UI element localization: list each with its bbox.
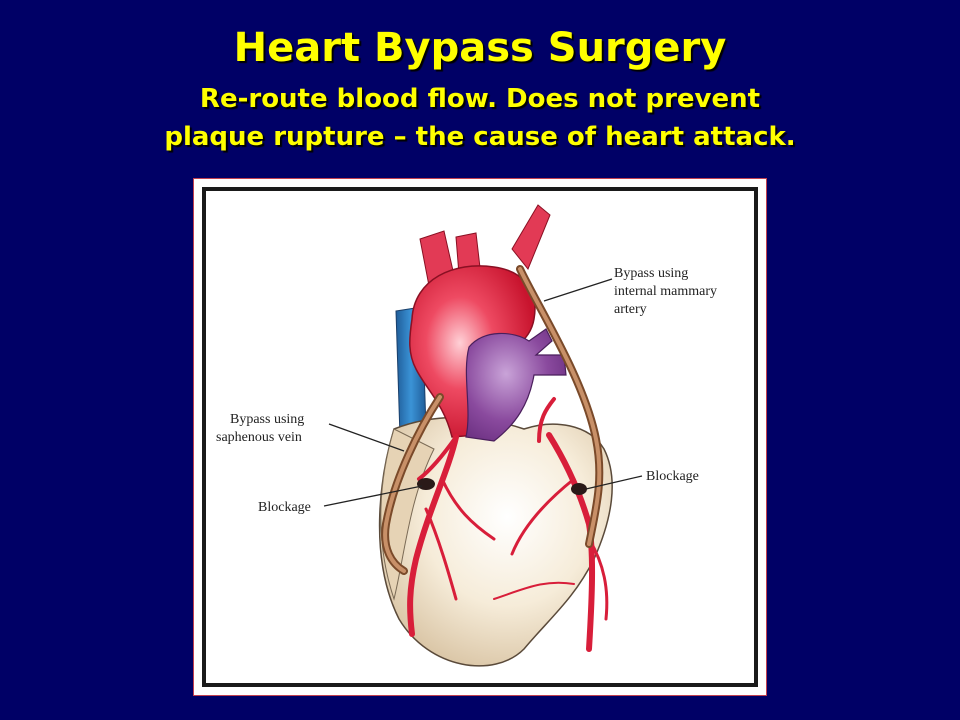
label-saphenous-line-1: Bypass using (230, 412, 304, 427)
label-mammary-line-2: internal mammary (614, 284, 717, 299)
label-mammary-line-1: Bypass using (614, 266, 688, 281)
callout-lines (323, 278, 643, 507)
subtitle-line-1: Re-route blood flow. Does not prevent (199, 84, 761, 114)
slide-subtitle: Re-route blood flow. Does not prevent pl… (0, 80, 960, 156)
saphenous-vein-graft-highlight (383, 395, 442, 573)
slide-title: Heart Bypass Surgery (233, 25, 727, 71)
heart-muscle (378, 416, 613, 667)
label-blockage-right: Blockage (646, 469, 699, 484)
heart-diagram: Bypass using internal mammary artery Byp… (216, 204, 717, 667)
internal-mammary-graft-highlight (518, 267, 602, 546)
blockage-right-mark (571, 483, 587, 495)
subtitle-line-2: plaque rupture – the cause of heart atta… (164, 122, 796, 152)
label-mammary-line-3: artery (614, 302, 647, 317)
left-subclavian-artery (511, 204, 551, 270)
heart-diagram-frame: Bypass using internal mammary artery Byp… (193, 178, 767, 696)
label-saphenous-line-2: saphenous vein (216, 430, 302, 445)
blockage-left-mark (417, 478, 435, 490)
label-blockage-left: Blockage (258, 500, 311, 515)
pulmonary-artery (465, 328, 567, 442)
